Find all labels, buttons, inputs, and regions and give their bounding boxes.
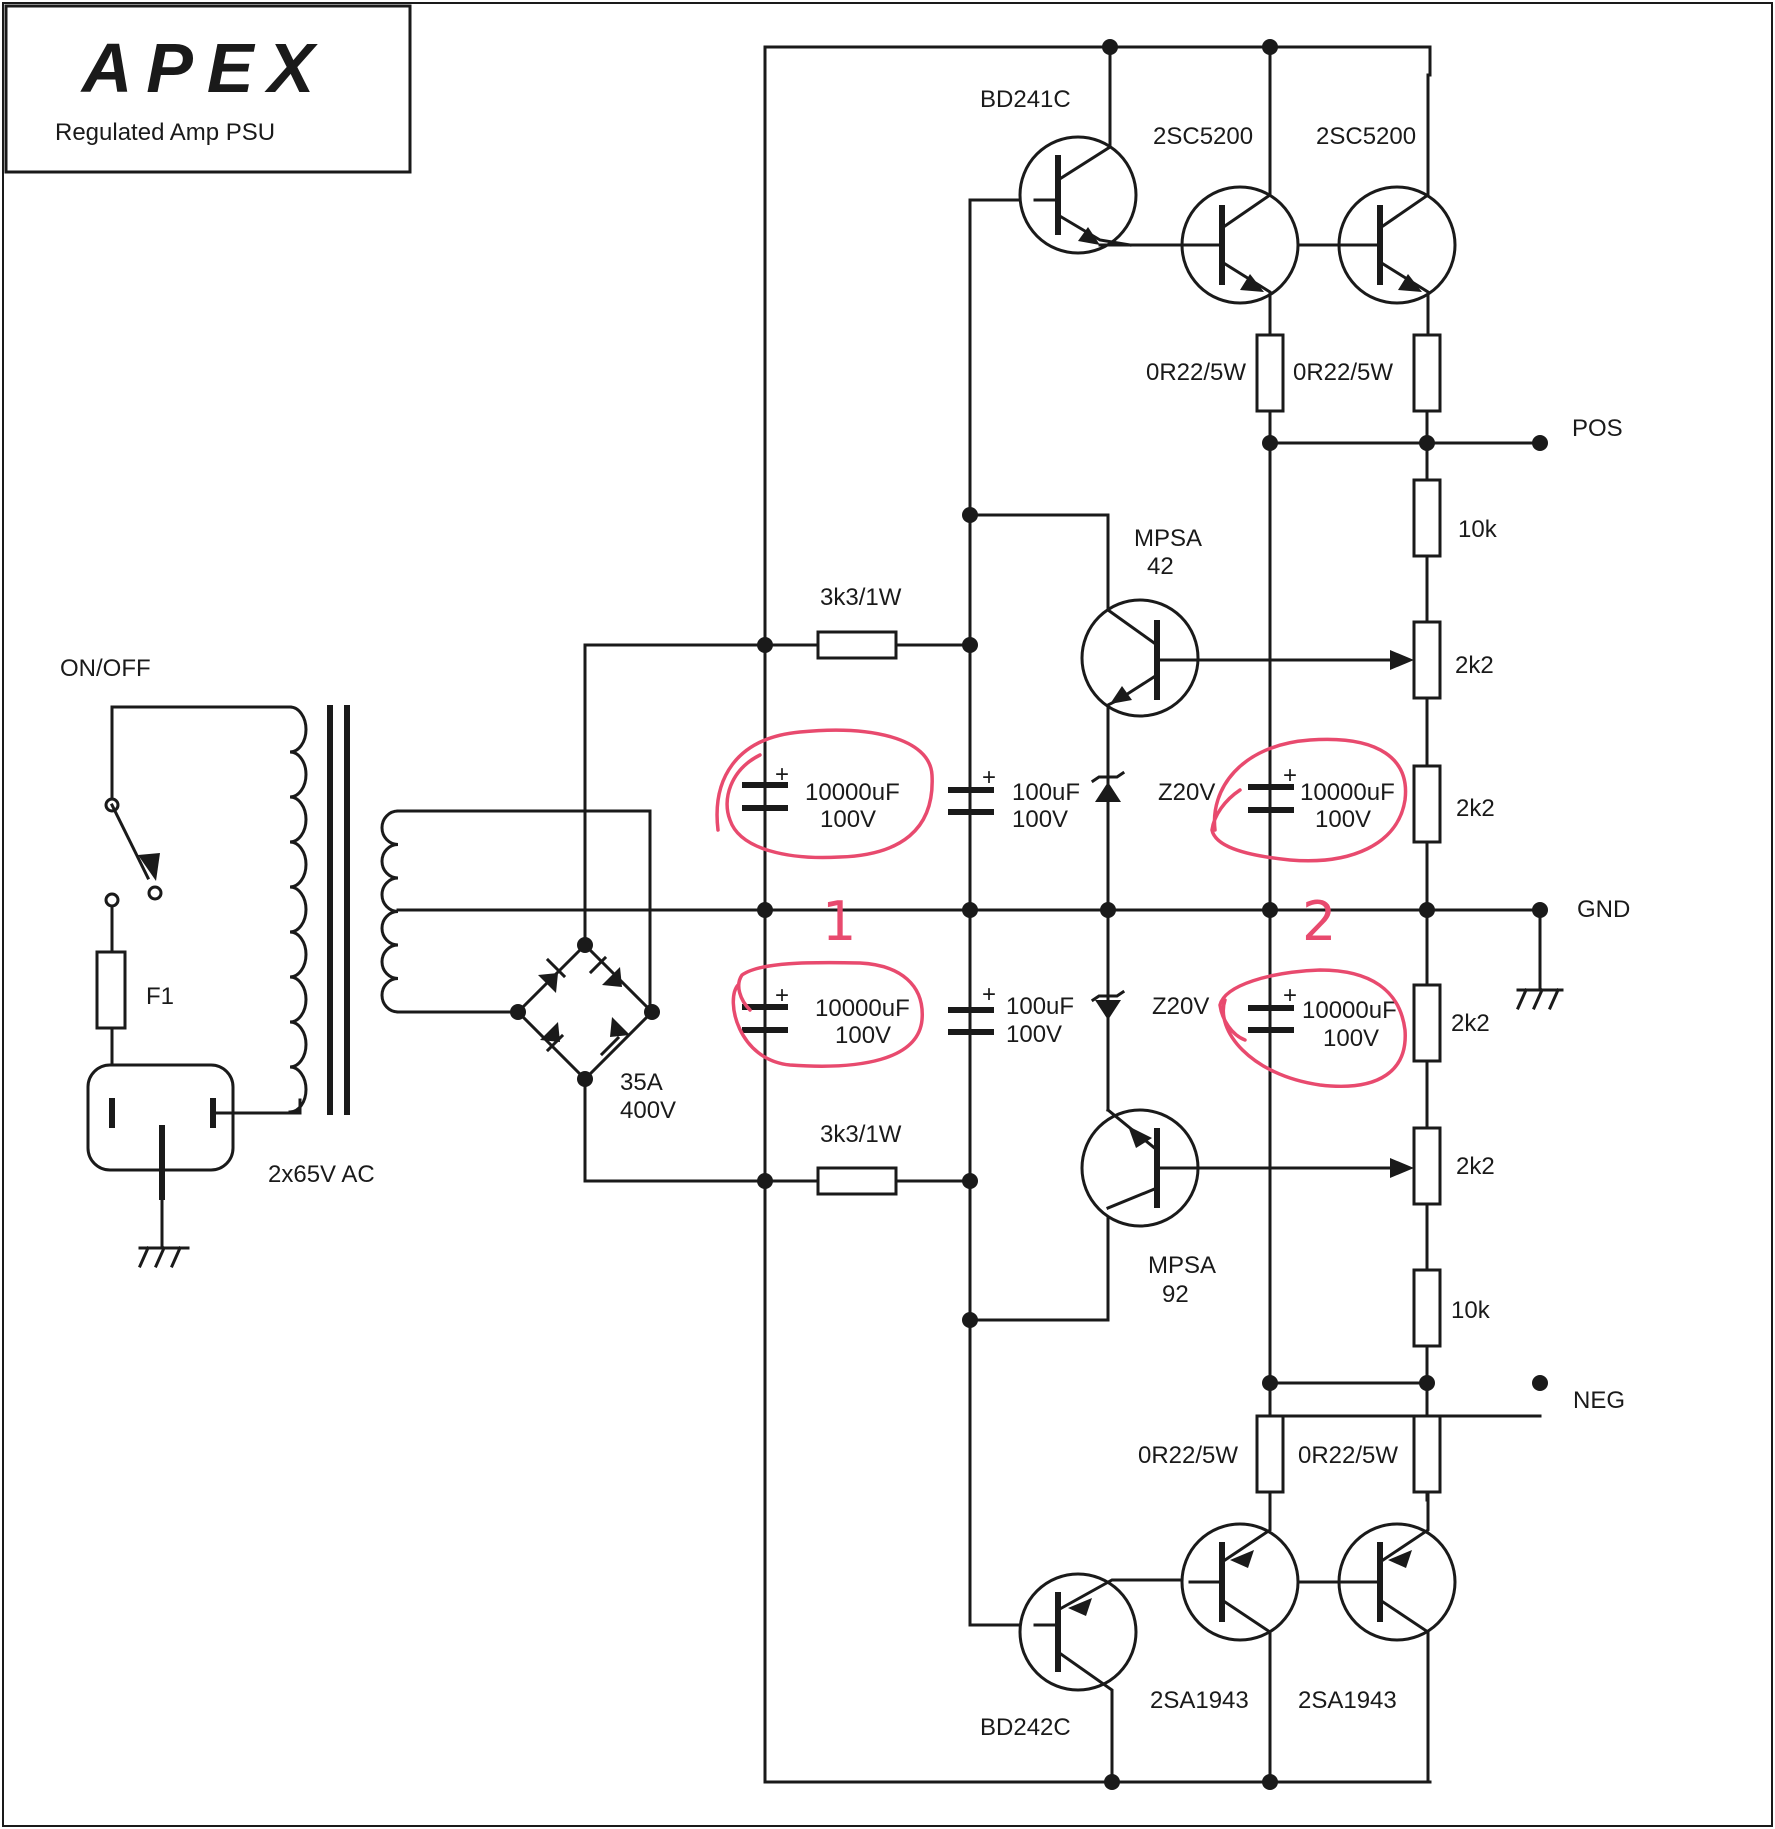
ground-symbol-gnd [1516,988,1564,1010]
transistor-2sc5200-2: 2SC5200 [1296,73,1457,337]
transistor-bd242c: BD242C [980,1572,1192,1784]
transistor-2sa1943-2: 2SA1943 [1296,1490,1457,1784]
logo-text: APEX [80,29,329,107]
bridge-rating-2: 400V [620,1097,676,1124]
svg-text:NEG: NEG [1573,1387,1625,1414]
cap-10000uF-bottom-left: + 10000uF 100V [742,982,910,1049]
cap-10000uF-top-left: + 10000uF 100V [742,643,900,912]
resistor-10k-bottom: 10k [1412,1268,1491,1348]
svg-text:100uF: 100uF [1012,779,1080,806]
svg-text:Z20V: Z20V [1158,779,1215,806]
svg-text:+: + [1283,762,1297,789]
page-title: Regulated Amp PSU [55,119,275,146]
transistor-2sa1943-1: 2SA1943 [1150,1490,1300,1784]
svg-text:+: + [982,981,996,1008]
resistor-10k-top: 10k [1412,478,1498,558]
svg-text:+: + [1283,982,1297,1009]
svg-text:100V: 100V [1323,1025,1379,1052]
title-block: APEX Regulated Amp PSU [4,4,412,174]
svg-text:100uF: 100uF [1006,993,1074,1020]
cap-100uF-top: + 100uF 100V [948,764,1080,833]
transformer: 2x65V AC [268,705,400,1188]
resistor-0r22-top-2: 0R22/5W [1293,333,1442,413]
fuse-f1 [95,950,127,1030]
resistor-0r22-top-1: 0R22/5W [1146,333,1285,413]
cap-10000uF-bottom-right: + 10000uF 100V [1248,982,1397,1052]
resistor-2k2-upper-mid: 2k2 [1412,764,1495,844]
res-3k3-top-label: 3k3/1W [820,584,902,611]
transistor-2sc5200-1: 2SC5200 [1098,45,1300,337]
svg-text:0R22/5W: 0R22/5W [1293,359,1393,386]
transistor-bd241c: BD241C [980,45,1138,255]
resistor-3k3-top: 3k3/1W [816,584,902,660]
svg-text:100V: 100V [835,1022,891,1049]
resistor-2k2-lower-mid: 2k2 [1412,983,1490,1063]
potentiometer-2k2-bottom: 2k2 [1412,1126,1495,1206]
potentiometer-2k2-top: 2k2 [1412,620,1494,700]
svg-text:2k2: 2k2 [1455,652,1494,679]
cap-10000uF-top-right: + 10000uF 100V [1248,762,1395,833]
annotation-2: 2 [1302,890,1336,953]
svg-text:2k2: 2k2 [1451,1010,1490,1037]
ground-symbol-mains [138,1198,190,1268]
resistor-0r22-bottom-1: 0R22/5W [1138,1414,1285,1494]
svg-text:0R22/5W: 0R22/5W [1138,1442,1238,1469]
svg-text:100V: 100V [1315,806,1371,833]
svg-text:2k2: 2k2 [1456,1153,1495,1180]
zener-top: Z20V [1090,703,1215,912]
svg-text:10k: 10k [1451,1297,1491,1324]
svg-text:Z20V: Z20V [1152,993,1209,1020]
res-3k3-bottom-label: 3k3/1W [820,1121,902,1148]
resistor-0r22-bottom-2: 0R22/5W [1298,1414,1442,1494]
cap-100uF-bottom: + 100uF 100V [948,981,1074,1048]
svg-text:92: 92 [1162,1281,1189,1308]
svg-text:POS: POS [1572,415,1623,442]
svg-text:100V: 100V [1006,1021,1062,1048]
svg-text:+: + [775,761,789,788]
svg-text:10000uF: 10000uF [1302,997,1397,1024]
svg-text:MPSA: MPSA [1148,1252,1216,1279]
transistor-mpsa42: MPSA 42 [1080,525,1392,718]
junction-dots [757,39,1435,1790]
switch-label: ON/OFF [60,655,151,682]
mains-input: ON/OFF F1 [60,655,302,1268]
svg-text:2SC5200: 2SC5200 [1153,123,1253,150]
svg-text:10k: 10k [1458,516,1498,543]
resistor-3k3-bottom: 3k3/1W [816,1121,902,1196]
svg-text:10000uF: 10000uF [1300,779,1395,806]
svg-text:10000uF: 10000uF [815,995,910,1022]
svg-text:42: 42 [1147,553,1174,580]
svg-text:2SA1943: 2SA1943 [1150,1687,1249,1714]
svg-text:2SA1943: 2SA1943 [1298,1687,1397,1714]
svg-text:MPSA: MPSA [1134,525,1202,552]
fuse-label: F1 [146,983,174,1010]
svg-text:BD241C: BD241C [980,86,1071,113]
svg-text:0R22/5W: 0R22/5W [1298,1442,1398,1469]
svg-text:2SC5200: 2SC5200 [1316,123,1416,150]
svg-text:100V: 100V [1012,806,1068,833]
svg-text:GND: GND [1577,896,1630,923]
annotation-group-1: 1 [715,728,934,1068]
zener-bottom: Z20V [1090,908,1209,1112]
svg-text:10000uF: 10000uF [805,779,900,806]
bridge-rating-1: 35A [620,1069,663,1096]
svg-text:BD242C: BD242C [980,1714,1071,1741]
svg-text:+: + [982,764,996,791]
transistor-mpsa92: MPSA 92 [1080,1107,1392,1308]
annotation-1: 1 [822,890,856,953]
annotation-group-2: 2 [1210,737,1408,1088]
svg-text:100V: 100V [820,806,876,833]
svg-text:+: + [775,982,789,1009]
svg-text:0R22/5W: 0R22/5W [1146,359,1246,386]
transformer-label: 2x65V AC [268,1161,375,1188]
svg-text:2k2: 2k2 [1456,795,1495,822]
